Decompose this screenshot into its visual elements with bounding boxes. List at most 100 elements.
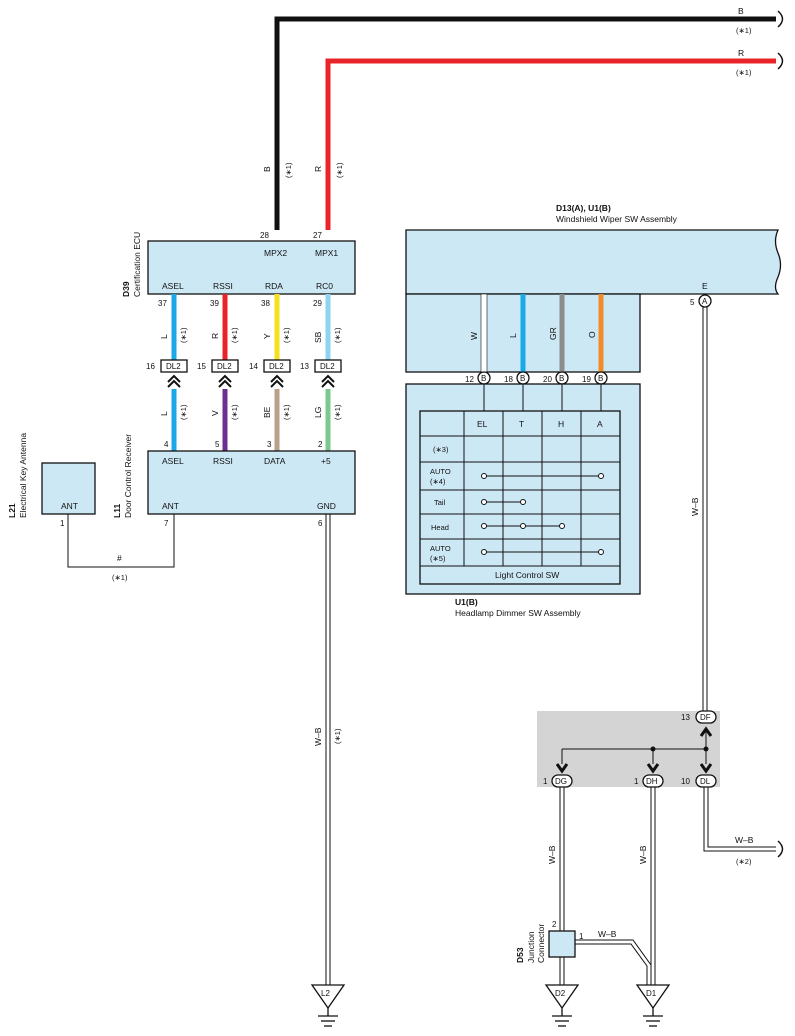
l11-data: DATA (264, 456, 286, 466)
row-auto5-note: (∗5) (430, 554, 446, 563)
d13-pin-a-num: 5 (690, 298, 695, 307)
wire-dl-color: W–B (735, 835, 754, 845)
antenna-link-note: (∗1) (112, 573, 128, 582)
junction-dl-arrow-icon (699, 763, 713, 774)
l11-id: L11 (112, 504, 122, 518)
wire-asel-lower-note: (∗1) (179, 404, 188, 420)
d13-wiper-sw-assembly: E (405, 229, 782, 295)
col-t: T (519, 419, 524, 429)
switch-connections (481, 473, 604, 555)
wire-rssi-upper-note: (∗1) (230, 327, 239, 343)
wire-d53-d1 (575, 939, 652, 985)
d53-pin-2: 2 (552, 920, 557, 929)
d13-name: Windshield Wiper SW Assembly (556, 214, 678, 224)
d39-pin-37: 37 (158, 299, 167, 308)
wire-b-top-note: (∗1) (736, 26, 752, 35)
wire-e-color: W–B (690, 497, 700, 516)
wire-data-lower-color: BE (262, 406, 272, 418)
junction-dl-num: 10 (681, 777, 690, 786)
d53-id: D53 (515, 947, 525, 963)
wire-rc0-upper-note: (∗1) (333, 327, 342, 343)
l11-pin-2: 2 (318, 440, 323, 449)
wire-e-to-junction (702, 307, 708, 711)
d39-lower-wires (171, 294, 331, 360)
l21-id: L21 (7, 503, 17, 518)
wire-dl-break-icon (777, 840, 784, 858)
junction-dh-arrow-icon (646, 763, 660, 774)
dl2-label-2: DL2 (217, 362, 232, 371)
d13-wire-o: O (587, 331, 597, 338)
light-control-sw-title: Light Control SW (495, 570, 559, 580)
wire-rssi-lower-color: V (210, 410, 220, 416)
antenna-link-mark: # (117, 553, 122, 563)
d39-pin-28: 28 (260, 231, 269, 240)
d53-name-1: Junction (526, 931, 536, 963)
dl2-connector-2: DL2 15 (197, 359, 239, 388)
d13-num-18: 18 (504, 375, 513, 384)
u1-id: U1(B) (455, 597, 478, 607)
junction-dg: DG 1 (543, 774, 573, 788)
row-head: Head (431, 523, 449, 532)
wire-dg-d53 (559, 787, 565, 931)
d13-wire-w: W (469, 332, 479, 340)
light-control-sw-table: EL T H A (∗3) AUTO (∗4) Tail Head AUTO (… (420, 411, 620, 567)
row-auto5: AUTO (430, 544, 451, 553)
d53-name-2: Connector (536, 924, 546, 963)
wire-rda-upper-note: (∗1) (282, 327, 291, 343)
dl2-connector-1: DL2 16 (146, 359, 188, 388)
wire-gnd-note: (∗1) (333, 728, 342, 744)
wire-asel-upper-color: L (159, 334, 169, 339)
wire-b-break-icon (777, 10, 784, 28)
d39-mpx1: MPX1 (315, 248, 338, 258)
d13-wire-gr: GR (548, 327, 558, 340)
wire-mpx1-note: (∗1) (335, 162, 344, 178)
d13-conn-12: B (481, 374, 486, 383)
d39-pin-29: 29 (313, 299, 322, 308)
d13-pin-a-conn: A (702, 297, 708, 306)
l11-pin-3: 3 (267, 440, 272, 449)
wire-r-top-color: R (738, 48, 744, 58)
dl2-chevron-icon-1 (167, 374, 181, 388)
wire-data-lower-note: (∗1) (282, 404, 291, 420)
wire-gnd-l2 (325, 514, 331, 985)
l11-pin-6: 6 (318, 519, 323, 528)
d39-rc0: RC0 (316, 281, 333, 291)
l21-ant: ANT (61, 501, 78, 511)
d13-num-20: 20 (543, 375, 552, 384)
dl2-num-4: 13 (300, 362, 309, 371)
d39-mpx2: MPX2 (264, 248, 287, 258)
wire-dg-color: W–B (547, 845, 557, 864)
wire-r-top: R (∗1) (325, 48, 784, 230)
d13-num-12: 12 (465, 375, 474, 384)
junction-dg-arrow-icon (555, 763, 569, 774)
d13-num-19: 19 (582, 375, 591, 384)
dl2-connector-3: DL2 14 (249, 359, 291, 388)
row-auto4-note: (∗4) (430, 477, 446, 486)
l11-gnd: GND (317, 501, 336, 511)
dl2-label-3: DL2 (269, 362, 284, 371)
d39-asel: ASEL (162, 281, 184, 291)
wire-r-top-note: (∗1) (736, 68, 752, 77)
wire-rda-upper-color: Y (262, 333, 272, 339)
dl2-num-3: 14 (249, 362, 258, 371)
l11-ant: ANT (162, 501, 179, 511)
dl2-chevron-icon-2 (218, 374, 232, 388)
l21-electrical-key-antenna: L21 Electrical Key Antenna ANT (7, 433, 96, 518)
l21-name: Electrical Key Antenna (18, 433, 28, 518)
wire-plus5-lower-note: (∗1) (333, 404, 342, 420)
wire-rc0-upper-color: SB (313, 331, 323, 343)
d39-certification-ecu: D39 Certification ECU 28 27 MPX2 MPX1 AS… (121, 231, 356, 297)
ground-d2: D2 (544, 984, 580, 1027)
wire-dl-out (703, 787, 784, 858)
junction-dl: DL 10 (681, 774, 717, 788)
wire-dh-d1 (650, 787, 656, 985)
wire-b-top-color: B (738, 6, 744, 16)
d39-pin-38: 38 (261, 299, 270, 308)
l11-pin-4: 4 (164, 440, 169, 449)
junction-dl-label: DL (700, 777, 711, 786)
d13-conn-20: B (559, 374, 564, 383)
l11-rssi: RSSI (213, 456, 233, 466)
d13-conn-18: B (520, 374, 525, 383)
d13-conn-19: B (598, 374, 603, 383)
l11-name: Door Control Receiver (123, 434, 133, 518)
